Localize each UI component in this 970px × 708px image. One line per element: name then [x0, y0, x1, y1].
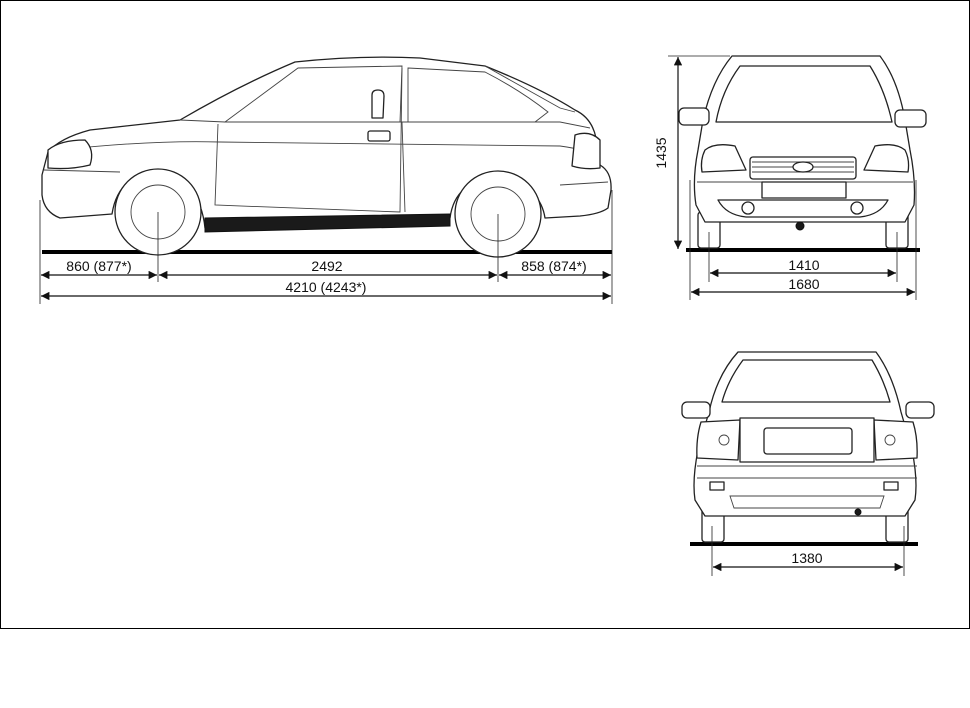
mirror — [372, 90, 384, 118]
wheelbase-label: 2492 — [311, 258, 342, 274]
badge-icon — [793, 162, 813, 172]
rear-track-label: 1380 — [791, 550, 822, 566]
left-mirror — [679, 108, 709, 125]
side-view: 860 (877*) 2492 858 (874*) 4210 (4243*) — [40, 57, 612, 304]
front-view: 1435 1410 1680 — [653, 56, 926, 300]
length-label: 4210 (4243*) — [286, 279, 367, 295]
exhaust — [855, 509, 861, 515]
rear-view: 1380 — [682, 352, 934, 576]
rear-plate-area — [764, 428, 852, 454]
rear-right-mirror — [906, 402, 934, 418]
rear-overhang-label: 858 (874*) — [521, 258, 586, 274]
right-taillight — [874, 420, 917, 460]
left-reflector — [710, 482, 724, 490]
front-track-label: 1410 — [788, 257, 819, 273]
windshield — [716, 66, 892, 122]
left-taillight — [697, 420, 740, 460]
right-mirror — [895, 110, 926, 127]
front-overhang-label: 860 (877*) — [66, 258, 131, 274]
height-label: 1435 — [653, 137, 669, 168]
taillight — [572, 133, 600, 168]
left-foglight — [742, 202, 754, 214]
rear-window — [722, 360, 890, 402]
width-label: 1680 — [788, 276, 819, 292]
license-plate-area — [762, 182, 846, 198]
right-foglight — [851, 202, 863, 214]
headlight — [48, 140, 92, 169]
door-handle — [368, 131, 390, 141]
rear-left-mirror — [682, 402, 710, 418]
tow-hook — [796, 222, 804, 230]
right-reflector — [884, 482, 898, 490]
